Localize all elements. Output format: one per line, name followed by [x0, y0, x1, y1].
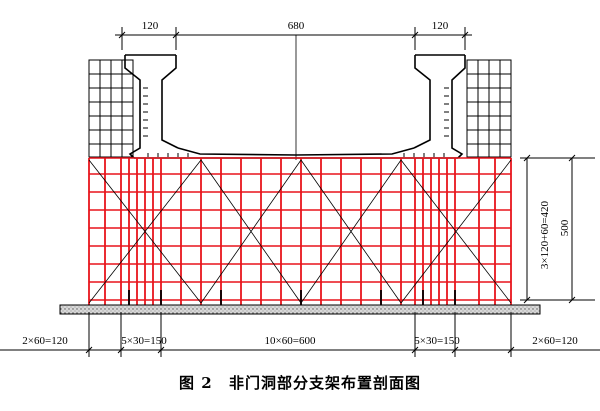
girder-rebar-ticks: [143, 87, 449, 157]
bottom-dim-fourth: 5×30=150: [414, 335, 460, 347]
left-pier-column: [88, 59, 134, 158]
scaffold-horizontal-bars: [89, 157, 511, 301]
bottom-dim-second: 5×30=150: [121, 335, 167, 347]
figure-label: 图 2: [179, 374, 213, 392]
figure-title: 非门洞部分支架布置剖面图: [228, 374, 421, 392]
bottom-dim-middle: 10×60=600: [265, 335, 316, 347]
bottom-dimension-line: [0, 312, 600, 357]
top-dim-right: 120: [432, 20, 449, 32]
box-girder-section: [124, 54, 466, 159]
figure-caption: 图 2 非门洞部分支架布置剖面图: [0, 372, 600, 393]
right-dim-outer: 500: [559, 219, 571, 236]
bottom-dim-right: 2×60=120: [532, 335, 578, 347]
bottom-dim-left: 2×60=120: [22, 335, 68, 347]
foundation-slab: [59, 304, 541, 315]
right-dimension-lines: [520, 154, 595, 304]
right-pier-column: [466, 59, 512, 158]
scaffold-cross-bracing: [88, 159, 512, 304]
scaffold-vertical-poles: [88, 158, 512, 305]
top-dim-middle: 680: [288, 20, 305, 32]
pole-base-ends: [128, 290, 456, 305]
right-dim-inner: 3×120+60=420: [539, 200, 551, 269]
top-dim-left: 120: [142, 20, 159, 32]
top-dimension-line: [115, 27, 472, 50]
